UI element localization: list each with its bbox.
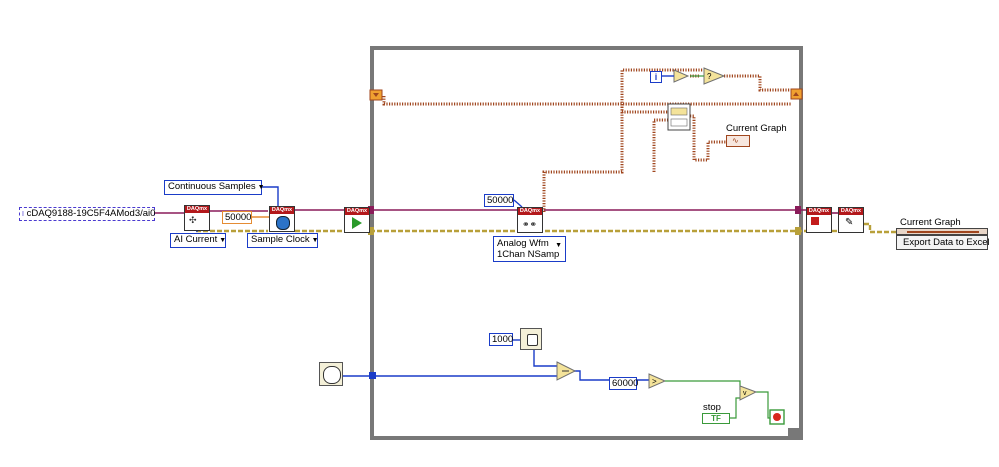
rate-constant[interactable]: 50000 [222,211,252,224]
dropdown-arrow-icon: ▼ [219,237,227,244]
dropdown-arrow-icon: ▼ [555,242,562,249]
current-graph-outer-label: Current Graph [900,217,961,228]
tunnel-time-left [369,372,376,379]
samples-per-read-constant[interactable]: 50000 [484,194,514,207]
vi-header: DAQmx [185,206,209,213]
dropdown-arrow-icon: ▼ [311,237,319,244]
timing-type-text: Sample Clock [251,234,310,245]
sample-mode-ring[interactable]: Continuous Samples▼ [164,180,265,195]
stop-button-terminal[interactable]: TF [702,413,730,424]
iteration-terminal: i [650,71,662,83]
tick-count-vi [319,362,343,386]
tunnel-task-right [795,206,801,214]
measurement-type-ring[interactable]: AI Current▼ [170,233,226,248]
equal-zero-node [673,69,690,83]
daqmx-start-task-vi[interactable]: DAQmx [344,207,370,233]
stop-square-icon [811,217,819,225]
daqmx-create-channel-vi[interactable]: DAQmx ✣ [184,205,210,231]
poly-line-2: 1Chan NSamp [497,249,560,260]
daqmx-stop-task-vi[interactable]: DAQmx [806,207,832,233]
vi-header: DAQmx [807,208,831,215]
tunnel-task-left [368,206,374,214]
clock-face-icon [323,366,341,384]
read-polymorphic-selector[interactable]: Analog Wfm 1Chan NSamp ▼ [493,236,566,262]
while-loop-frame [370,46,803,440]
rate-value: 50000 [225,212,252,223]
wait-ms-node [520,328,542,350]
export-data-to-excel-button[interactable]: Export Data to Excel [896,235,990,250]
vi-header: DAQmx [345,208,369,215]
eraser-icon: ✎ [845,217,854,228]
or-node [739,385,758,401]
wait-ms-value: 1000 [492,334,514,345]
svg-text:?: ? [707,72,712,81]
current-graph-property-node [896,228,988,235]
vi-header: DAQmx [270,207,294,214]
tunnel-error-left [368,227,374,235]
daqmx-read-vi[interactable]: DAQmx ⚭⚭ [517,207,543,233]
watch-icon [527,334,538,346]
elapsed-limit-constant[interactable]: 60000 [609,377,639,390]
svg-text:v: v [743,390,747,397]
samples-per-read-value: 50000 [487,195,514,206]
sample-mode-text: Continuous Samples [168,181,256,192]
current-graph-inner-terminal[interactable]: ∿ [726,135,750,147]
measurement-type-text: AI Current [174,234,218,245]
timing-wires [343,339,649,381]
poly-line-1: Analog Wfm [497,238,549,249]
error-wire [196,222,896,234]
elapsed-limit-value: 60000 [612,378,639,389]
clock-icon [276,216,290,230]
stop-label: stop [703,402,721,413]
physical-channel-constant[interactable]: I cDAQ9188-19C5F4AMod3/ai0 [19,207,155,221]
daqmx-timing-vi[interactable]: DAQmx [269,206,295,232]
daqmx-clear-task-vi[interactable]: DAQmx ✎ [838,207,864,233]
daq-task-wire [155,209,838,214]
tunnel-error-right [795,227,801,235]
wait-ms-constant[interactable]: 1000 [489,333,513,346]
loop-corner [788,428,800,438]
vi-header: DAQmx [518,208,542,215]
glasses-icon: ⚭⚭ [522,219,538,229]
waveform-icon: ∿ [732,136,739,145]
vi-header: DAQmx [839,208,863,215]
current-graph-inner-label: Current Graph [726,123,787,134]
waveform-wire [382,68,792,212]
channel-icon: I [22,211,24,218]
play-icon [352,217,362,229]
greater-than-node [648,373,667,389]
dropdown-arrow-icon: ▼ [257,184,265,191]
channel-text: cDAQ9188-19C5F4AMod3/ai0 [26,208,156,219]
channel-icon: ✣ [189,215,197,225]
svg-text:>: > [652,377,657,386]
timing-type-ring[interactable]: Sample Clock▼ [247,233,319,248]
